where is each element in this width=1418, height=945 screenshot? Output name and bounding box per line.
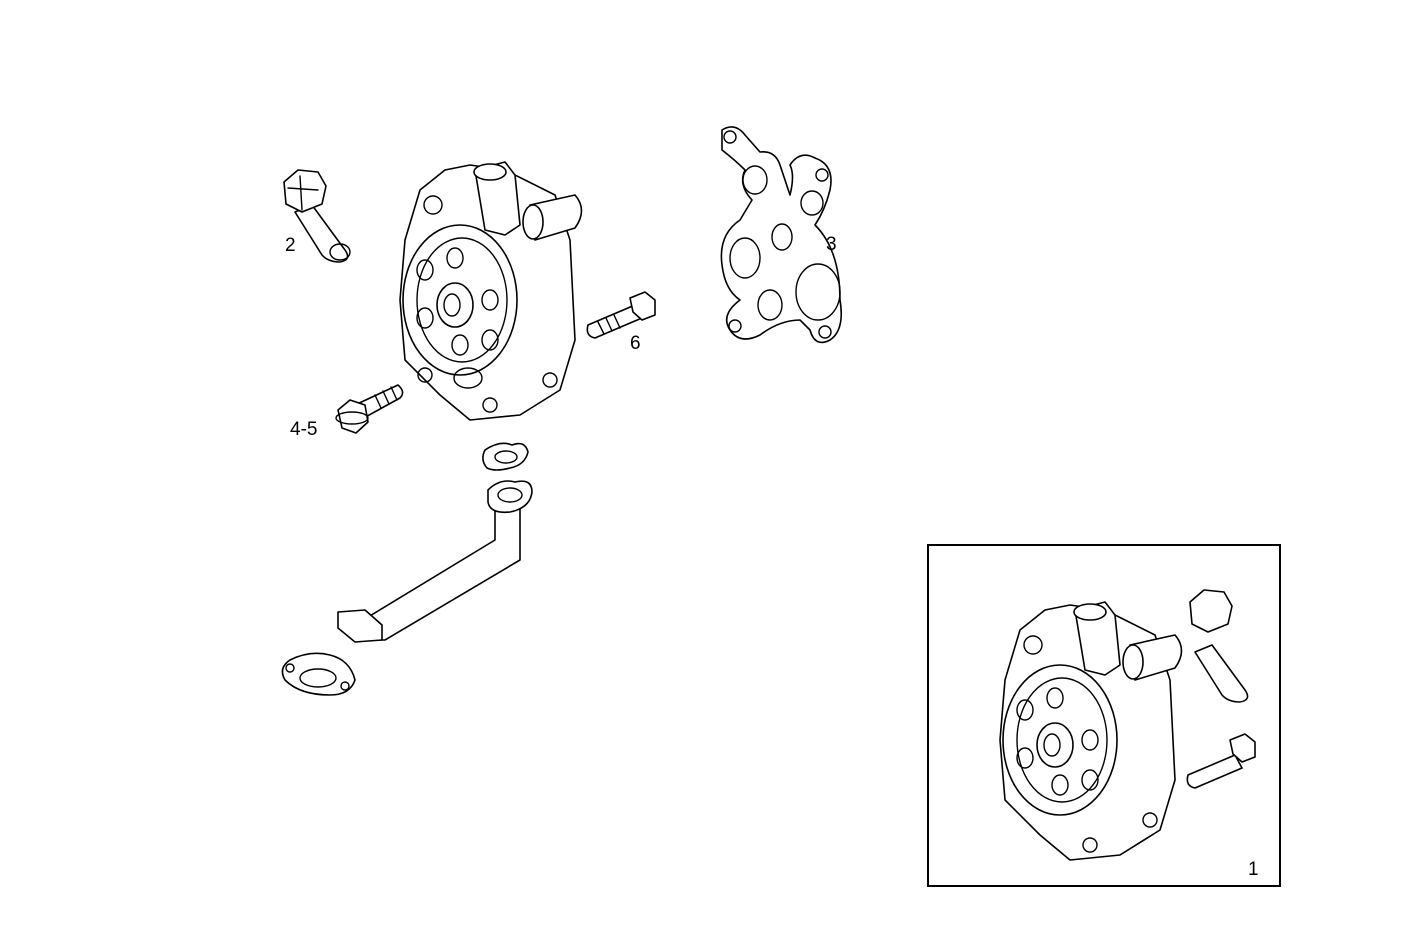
assembly-inset-frame	[927, 544, 1281, 887]
pipe-part	[281, 442, 533, 696]
inset-pump-assembly	[999, 589, 1256, 861]
callout-2: 2	[285, 235, 296, 256]
callout-1: 1	[1248, 859, 1259, 880]
plug-screw-part	[283, 169, 351, 263]
stud-bolt-part	[586, 291, 656, 339]
callout-4-5: 4-5	[290, 419, 318, 440]
callout-6: 6	[630, 333, 641, 354]
callout-3: 3	[826, 234, 837, 255]
gasket-part	[720, 126, 843, 344]
water-pump-part	[399, 161, 583, 421]
flange-bolt-part	[335, 384, 404, 434]
